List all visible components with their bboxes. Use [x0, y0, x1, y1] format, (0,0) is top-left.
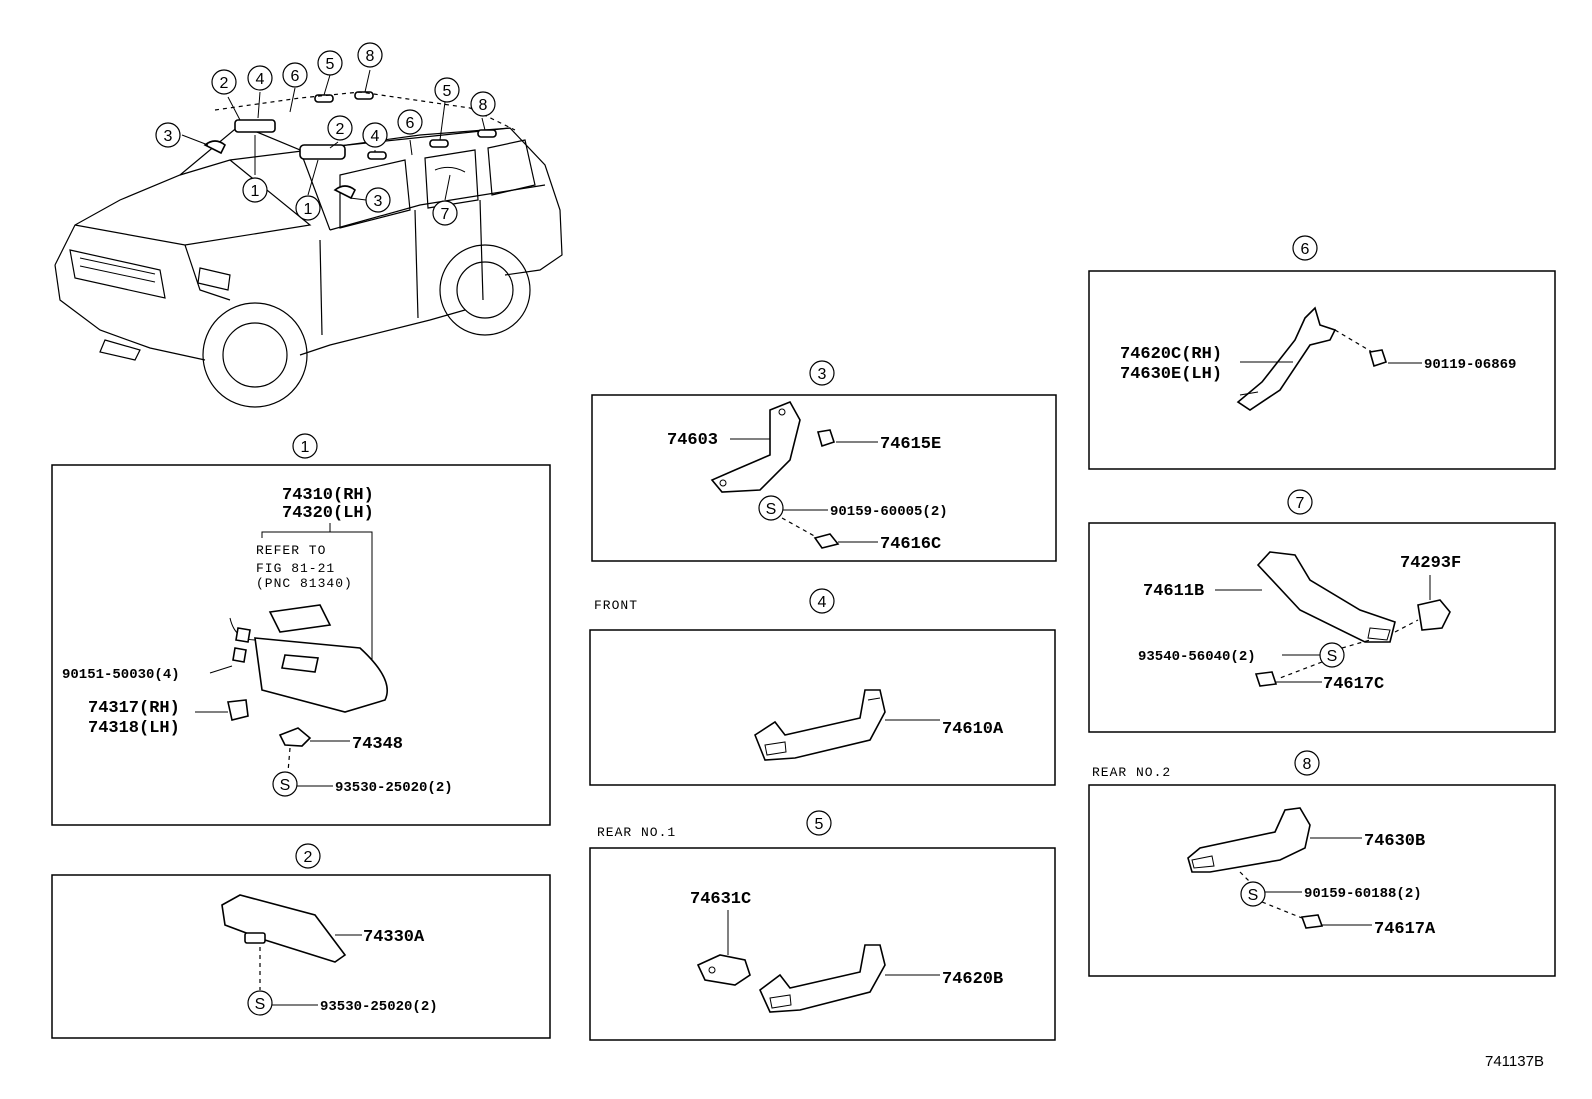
- part-74630E: 74630E(LH): [1120, 365, 1222, 384]
- section-4-front-grip: FRONT 4 74610A: [589, 588, 1056, 786]
- section-4-frame: [589, 629, 1056, 786]
- callout-1: 1: [251, 183, 260, 200]
- section-2-number: 2: [304, 849, 313, 866]
- callout-6b: 6: [406, 115, 415, 132]
- section-8-number: 8: [1303, 756, 1312, 773]
- part-74330A: 74330A: [363, 928, 425, 947]
- callout-8: 8: [366, 48, 375, 65]
- section-4-number: 4: [818, 594, 827, 611]
- section-5-frame: [589, 847, 1056, 1041]
- callout-7: 7: [441, 206, 450, 223]
- refer-to-text: REFER TO: [256, 543, 326, 558]
- part-74293F: 74293F: [1400, 554, 1461, 573]
- part-90159-60005: 90159-60005(2): [830, 504, 948, 520]
- section-3-frame: [591, 394, 1057, 562]
- section-7-frame: [1088, 522, 1556, 733]
- part-74616C: 74616C: [880, 535, 941, 554]
- callout-4b: 4: [371, 128, 380, 145]
- part-74317: 74317(RH): [88, 699, 180, 718]
- part-74348: 74348: [352, 735, 403, 754]
- part-74310: 74310(RH): [282, 486, 374, 505]
- callout-3b: 3: [374, 193, 383, 210]
- part-74631C: 74631C: [690, 890, 751, 909]
- callout-2b: 2: [336, 121, 345, 138]
- part-74611B: 74611B: [1143, 582, 1204, 601]
- part-74620C: 74620C(RH): [1120, 345, 1222, 364]
- refer-fig-text: FIG 81-21: [256, 561, 335, 576]
- section-3-assist-grip: 3 74603 74615E S 90159-60005(2) 74616C: [591, 360, 1057, 562]
- callout-3: 3: [164, 128, 173, 145]
- callout-6: 6: [291, 68, 300, 85]
- part-74615E: 74615E: [880, 435, 941, 454]
- screw-symbol-s1: S: [280, 777, 291, 794]
- part-93530-25020-s2: 93530-25020(2): [320, 999, 438, 1015]
- section-6-number: 6: [1301, 241, 1310, 258]
- part-74620B: 74620B: [942, 970, 1003, 989]
- part-74617C: 74617C: [1323, 675, 1384, 694]
- screw-symbol-s3: S: [766, 501, 777, 518]
- part-74603: 74603: [667, 431, 718, 450]
- part-90159-60188: 90159-60188(2): [1304, 886, 1422, 902]
- part-74320: 74320(LH): [282, 504, 374, 523]
- screw-symbol-s7: S: [1327, 648, 1338, 665]
- section-6-coat-hook-grip: 6 90119-06869 74620C(RH) 74630E(LH): [1088, 235, 1556, 470]
- section-1-sun-visor: 1 74310(RH) 74320(LH) REFER TO FIG 81-21…: [51, 433, 551, 826]
- refer-pnc-text: (PNC 81340): [256, 576, 353, 591]
- callout-2: 2: [220, 75, 229, 92]
- section-1-number: 1: [301, 439, 310, 456]
- callout-4: 4: [256, 71, 265, 88]
- callout-1b: 1: [304, 201, 313, 218]
- section-2-frame: [51, 874, 551, 1039]
- section-3-number: 3: [818, 366, 827, 383]
- section-5-number: 5: [815, 816, 824, 833]
- car-callouts: 2 4 6 5 8 3 1 2 4 6 5 8 1 3 7: [155, 42, 496, 226]
- section-7-number: 7: [1296, 495, 1305, 512]
- section-7-rear-grip: 7 74611B 74293F 93540-56040(2) S 74617C: [1088, 489, 1556, 733]
- part-74318: 74318(LH): [88, 719, 180, 738]
- section-8-caption: REAR NO.2: [1092, 765, 1171, 780]
- part-74617A: 74617A: [1374, 920, 1436, 939]
- section-1-frame: [51, 464, 551, 826]
- section-8-frame: [1088, 784, 1556, 977]
- screw-symbol-s8: S: [1248, 887, 1259, 904]
- part-90151-50030: 90151-50030(4): [62, 667, 180, 683]
- part-74610A: 74610A: [942, 720, 1004, 739]
- section-5-rear-no1-grip: REAR NO.1 5 74631C 74620B: [589, 810, 1056, 1041]
- figure-id: 741137B: [1485, 1053, 1544, 1070]
- section-5-caption: REAR NO.1: [597, 825, 676, 840]
- part-93540-56040: 93540-56040(2): [1138, 649, 1256, 665]
- part-93530-25020-s1: 93530-25020(2): [335, 780, 453, 796]
- screw-symbol-s2: S: [255, 996, 266, 1013]
- callout-8b: 8: [479, 97, 488, 114]
- callout-5b: 5: [443, 83, 452, 100]
- vehicle-illustration: [54, 69, 563, 408]
- section-4-caption: FRONT: [594, 598, 638, 613]
- section-8-rear-no2-grip: REAR NO.2 8 74630B S 90159-60188(2) 7461…: [1088, 750, 1556, 977]
- section-6-frame: [1088, 270, 1556, 470]
- callout-5: 5: [326, 56, 335, 73]
- section-2-visor-holder: 2 74330A S 93530-25020(2): [51, 843, 551, 1039]
- part-90119-06869: 90119-06869: [1424, 357, 1516, 373]
- part-74630B: 74630B: [1364, 832, 1425, 851]
